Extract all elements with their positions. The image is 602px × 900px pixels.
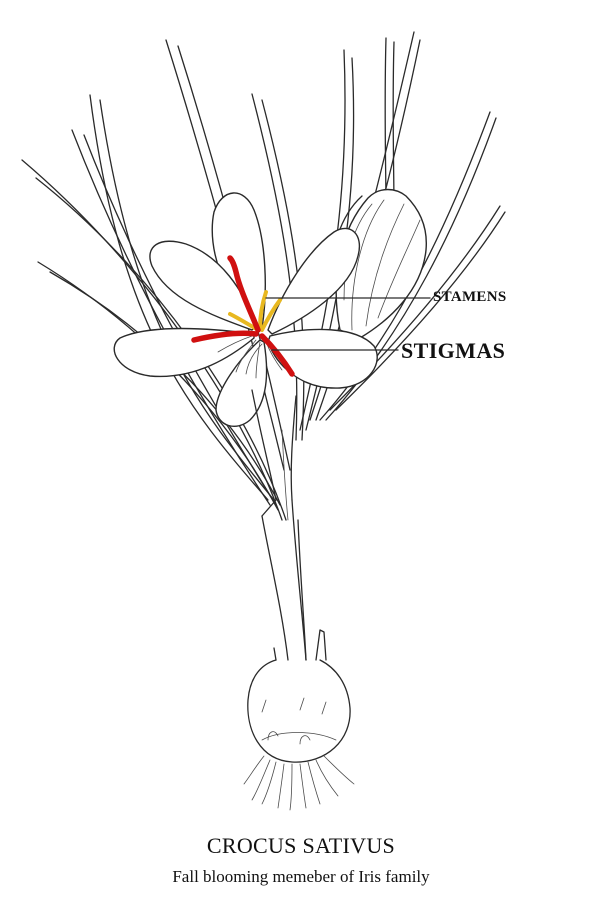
caption-title: CROCUS SATIVUS bbox=[206, 833, 396, 858]
pointer-lines bbox=[265, 297, 431, 351]
stamen bbox=[260, 298, 282, 332]
stigma bbox=[191, 330, 259, 343]
stem bbox=[251, 389, 307, 661]
roots bbox=[243, 755, 355, 811]
corm bbox=[247, 629, 351, 763]
petal-left bbox=[113, 327, 255, 378]
stamen bbox=[258, 290, 268, 330]
petal-right-top bbox=[267, 227, 361, 335]
petal-left-top bbox=[149, 240, 257, 331]
stigma bbox=[259, 333, 295, 377]
stigma bbox=[227, 255, 261, 333]
petal-front bbox=[215, 339, 268, 428]
stamens-label: STAMENS bbox=[433, 289, 507, 305]
stigmas-label: STIGMAS bbox=[401, 338, 506, 363]
open-flower bbox=[113, 192, 378, 428]
stigmas bbox=[191, 255, 295, 377]
caption-subtitle: Fall blooming memeber of Iris family bbox=[172, 867, 430, 886]
